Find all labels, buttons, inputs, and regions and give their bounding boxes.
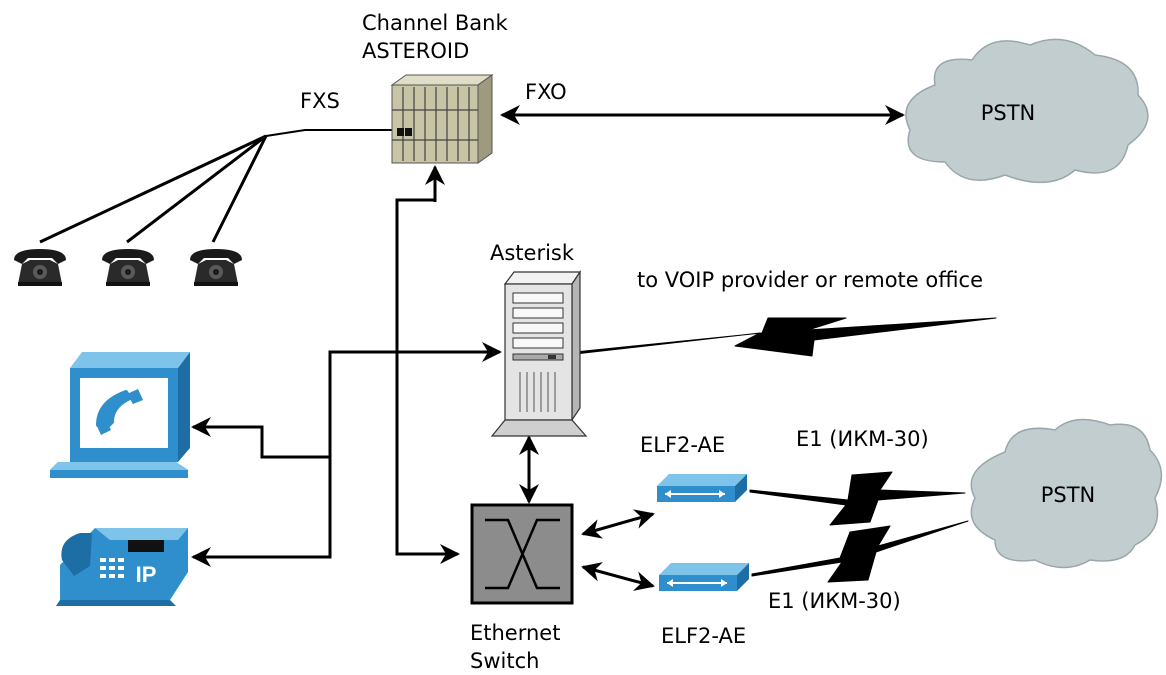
e1-lightning-link-top xyxy=(749,471,966,526)
switch-router-top-link xyxy=(581,509,655,539)
router-icon xyxy=(656,473,748,503)
pstn-bottom-label: PSTN xyxy=(1041,483,1096,507)
cloud-icon xyxy=(970,418,1163,569)
asterisk-label: Asterisk xyxy=(490,241,575,265)
fxs-label: FXS xyxy=(300,89,340,113)
e1-lightning-link-bottom xyxy=(751,520,969,583)
asterisk-server: Asterisk xyxy=(490,241,588,437)
e1-bottom-label: E1 (ИКМ-30) xyxy=(768,589,901,613)
channel-bank: Channel Bank ASTEROID xyxy=(362,11,508,164)
softphone-workstation xyxy=(50,352,190,478)
ethernet-switch: Ethernet Switch xyxy=(470,503,574,673)
pstn-top-label: PSTN xyxy=(981,101,1036,125)
fxs-branch-3 xyxy=(211,135,268,243)
softphone-workstation-icon xyxy=(50,352,190,478)
router-bottom: ELF2-AE xyxy=(658,562,750,648)
router-icon xyxy=(658,562,750,592)
switch-label-line2: Switch xyxy=(470,649,539,673)
ip-phone-badge: IP xyxy=(136,562,157,587)
router-bottom-label: ELF2-AE xyxy=(661,624,746,648)
ipphone-link xyxy=(191,457,332,567)
router-top: ELF2-AE xyxy=(640,433,748,503)
switch-label-line1: Ethernet xyxy=(470,621,560,645)
telephone-icon xyxy=(190,249,242,286)
switch-router-bottom-link xyxy=(581,562,655,591)
fxs-branch-1 xyxy=(39,134,267,244)
cloud-icon xyxy=(905,38,1149,184)
connection-lines xyxy=(39,105,905,591)
wan-links xyxy=(574,317,997,583)
fxo-label: FXO xyxy=(525,80,567,104)
ip-phone-icon: IP xyxy=(56,528,188,606)
telephone-icon xyxy=(102,249,154,286)
router-top-label: ELF2-AE xyxy=(640,433,725,457)
fxs-trunk-line xyxy=(265,129,392,137)
e1-top-label: E1 (ИКМ-30) xyxy=(796,427,929,451)
fxs-branch-2 xyxy=(126,134,267,244)
softphone-link xyxy=(191,342,502,459)
voip-lightning-link xyxy=(574,317,997,357)
channel-bank-model: ASTEROID xyxy=(362,39,469,63)
ethernet-switch-icon xyxy=(470,503,574,605)
pstn-cloud-bottom: PSTN xyxy=(970,418,1163,569)
telephone-icon xyxy=(14,249,66,286)
server-tower-icon xyxy=(490,270,588,437)
bank-to-switch-link xyxy=(395,198,460,564)
pstn-cloud-top: PSTN xyxy=(905,38,1149,184)
channel-bank-title: Channel Bank xyxy=(362,11,508,35)
voip-destination-label: to VOIP provider or remote office xyxy=(637,268,983,292)
ip-phone: IP xyxy=(56,528,188,606)
analog-phones xyxy=(14,249,242,286)
channel-bank-icon xyxy=(390,74,494,164)
